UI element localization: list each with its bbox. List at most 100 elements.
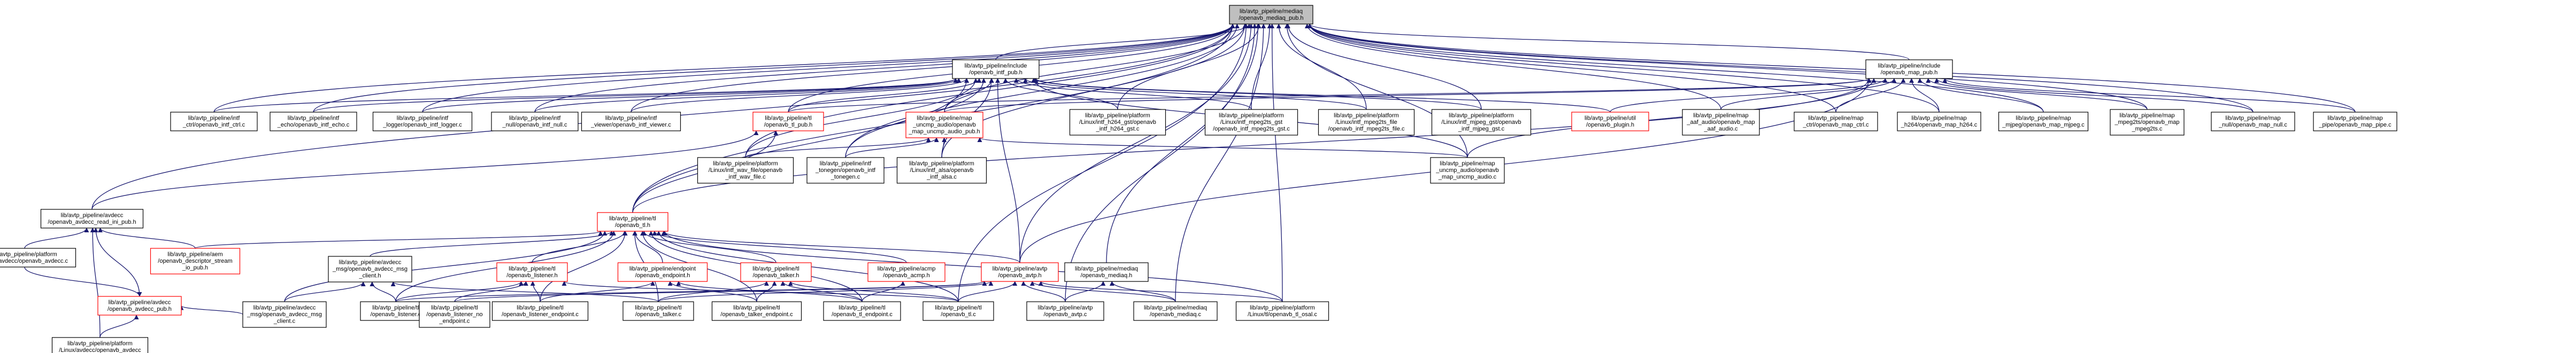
node-label-line: /openavb_intf_pub.h bbox=[969, 69, 1022, 76]
graph-node[interactable]: lib/avtp_pipeline/intf_null/openavb_intf… bbox=[491, 112, 579, 131]
graph-node[interactable]: lib/avtp_pipeline/map_mpeg2ts/openavb_ma… bbox=[2110, 109, 2185, 136]
edge-n34-to-n27 bbox=[652, 231, 907, 263]
edge-n3-to-n0 bbox=[213, 23, 1235, 113]
graph-node[interactable]: lib/avtp_pipeline/tl/openavb_listener.h bbox=[496, 262, 568, 282]
graph-node[interactable]: lib/avtp_pipeline/tl/openavb_listener_no… bbox=[419, 301, 490, 328]
node-label-line: /Linux/tl/openavb_tl_osal.c bbox=[1248, 311, 1317, 318]
graph-node[interactable]: lib/avtp_pipeline/platform/Linux/avdecc/… bbox=[51, 337, 149, 353]
graph-node[interactable]: lib/avtp_pipeline/map_ctrl/openavb_map_c… bbox=[1794, 112, 1878, 131]
edge-n17-to-n2 bbox=[1909, 78, 1940, 113]
edge-n20-to-n2 bbox=[1934, 78, 2254, 113]
edge-n32-to-n27 bbox=[632, 231, 663, 263]
node-label-line: /openavb_tl_endpoint.c bbox=[832, 311, 893, 318]
edge-n48-to-n35 bbox=[1038, 281, 1283, 302]
node-label-line: lib/avtp_pipeline/platform bbox=[0, 252, 57, 258]
node-label-line: _ctrl/openavb_intf_ctrl.c bbox=[182, 122, 245, 128]
graph-node[interactable]: lib/avtp_pipeline/include/openavb_map_pu… bbox=[1865, 59, 1953, 79]
edge-n26-to-n0 bbox=[1284, 23, 1468, 158]
node-box bbox=[2110, 109, 2185, 136]
edge-n21-to-n2 bbox=[1942, 78, 2356, 113]
graph-node[interactable]: lib/avtp_pipeline/tl/openavb_talker.c bbox=[622, 301, 694, 321]
node-label-line: /openavb_intf_mpeg2ts_file.c bbox=[1328, 126, 1405, 132]
node-box bbox=[617, 262, 708, 282]
graph-node[interactable]: lib/avtp_pipeline/tl/openavb_tl_endpoint… bbox=[823, 301, 901, 321]
node-box bbox=[1865, 59, 1953, 79]
graph-node[interactable]: lib/avtp_pipeline/platform/Linux/tl/open… bbox=[1235, 301, 1329, 321]
node-box bbox=[97, 296, 182, 316]
edge-n27-to-n1 bbox=[632, 78, 970, 213]
graph-node[interactable]: lib/avtp_pipeline/platform/Linux/avdecc/… bbox=[0, 248, 76, 268]
edge-n47-to-n0 bbox=[1175, 23, 1266, 302]
graph-node[interactable]: lib/avtp_pipeline/avdecc_msg/openavb_avd… bbox=[328, 256, 412, 283]
graph-node[interactable]: lib/avtp_pipeline/tl/openavb_tl_pub.h bbox=[752, 112, 824, 131]
edge-n43-to-n33 bbox=[756, 281, 777, 302]
graph-node[interactable]: lib/avtp_pipeline/map_aaf_audio/openavb_… bbox=[1682, 109, 1760, 136]
graph-node[interactable]: lib/avtp_pipeline/platform/Linux/intf_al… bbox=[896, 157, 987, 184]
node-label-line: _intf_h264_gst.c bbox=[1096, 126, 1140, 132]
graph-node[interactable]: lib/avtp_pipeline/intf_tonegen/openavb_i… bbox=[806, 157, 885, 184]
graph-node[interactable]: lib/avtp_pipeline/aem/openavb_descriptor… bbox=[150, 248, 241, 274]
graph-node[interactable]: lib/avtp_pipeline/include/openavb_intf_p… bbox=[952, 59, 1040, 79]
node-label-line: lib/avtp_pipeline/map bbox=[1911, 115, 1966, 122]
graph-node[interactable]: lib/avtp_pipeline/map_mjpeg/openavb_map_… bbox=[1998, 112, 2089, 131]
graph-node[interactable]: lib/avtp_pipeline/intf_echo/openavb_intf… bbox=[270, 112, 357, 131]
graph-node[interactable]: lib/avtp_pipeline/tl/openavb_tl.c bbox=[922, 301, 994, 321]
graph-node[interactable]: lib/avtp_pipeline/tl/openavb_talker_endp… bbox=[711, 301, 802, 321]
graph-node[interactable]: lib/avtp_pipeline/util/openavb_plugin.h bbox=[1571, 112, 1649, 131]
graph-node[interactable]: lib/avtp_pipeline/mediaq/openavb_mediaq.… bbox=[1064, 262, 1149, 282]
node-label-line: _mpeg2ts.c bbox=[2132, 126, 2163, 132]
edge-n49-to-n22 bbox=[90, 228, 101, 338]
node-label-line: /openavb_map_pub.h bbox=[1881, 69, 1937, 76]
graph-node[interactable]: lib/avtp_pipeline/tl/openavb_talker.h bbox=[740, 262, 812, 282]
graph-node[interactable]: lib/avtp_pipeline/avdecc/openavb_avdecc_… bbox=[40, 209, 144, 229]
node-label-line: _logger/openavb_intf_logger.c bbox=[382, 122, 462, 128]
graph-node[interactable]: lib/avtp_pipeline/map_uncmp_audio/openav… bbox=[1430, 157, 1505, 184]
graph-node[interactable]: lib/avtp_pipeline/avtp/openavb_avtp.h bbox=[981, 262, 1059, 282]
node-label-line: lib/avtp_pipeline/intf bbox=[288, 115, 340, 122]
node-box bbox=[1026, 301, 1104, 321]
node-label-line: _null/openavb_intf_null.c bbox=[502, 122, 567, 128]
node-label-line: /openavb_talker.c bbox=[635, 311, 682, 318]
edge-n35-to-n0 bbox=[1019, 23, 1254, 263]
edge-n41-to-n27 bbox=[540, 231, 628, 302]
graph-node[interactable]: lib/avtp_pipeline/platform/Linux/intf_mp… bbox=[1318, 109, 1415, 136]
node-label-line: /openavb_avdecc_read_ini_pub.h bbox=[48, 219, 136, 225]
node-label-line: lib/avtp_pipeline/tl bbox=[752, 266, 799, 272]
graph-node[interactable]: lib/avtp_pipeline/map_pipe/openavb_map_p… bbox=[2313, 112, 2397, 131]
graph-node[interactable]: lib/avtp_pipeline/platform/Linux/intf_wa… bbox=[697, 157, 794, 184]
graph-node[interactable]: lib/avtp_pipeline/endpoint/openavb_endpo… bbox=[617, 262, 708, 282]
graph-node[interactable]: lib/avtp_pipeline/acmp/openavb_acmp.h bbox=[867, 262, 945, 282]
node-label-line: /Linux/avdecc/openavb_avdecc.c bbox=[0, 258, 68, 264]
graph-node[interactable]: lib/avtp_pipeline/avdecc/openavb_avdecc_… bbox=[97, 296, 182, 316]
graph-node[interactable]: lib/avtp_pipeline/platform/Linux/intf_h2… bbox=[1069, 109, 1166, 136]
graph-node[interactable]: lib/avtp_pipeline/avdecc_msg/openavb_avd… bbox=[242, 301, 327, 328]
graph-node[interactable]: lib/avtp_pipeline/map_uncmp_audio/openav… bbox=[905, 112, 983, 138]
node-label-line: _msg/openavb_avdecc_msg bbox=[332, 266, 407, 272]
node-label-line: /openavb_acmp.h bbox=[883, 272, 929, 279]
node-box bbox=[40, 209, 144, 229]
edge-n38-to-n27 bbox=[284, 231, 608, 302]
node-label-line: /Linux/intf_h264_gst/openavb bbox=[1079, 119, 1156, 125]
graph-node[interactable]: lib/avtp_pipeline/avtp/openavb_avtp.c bbox=[1026, 301, 1104, 321]
node-label-line: lib/avtp_pipeline/include bbox=[965, 63, 1027, 69]
node-label-line: lib/avtp_pipeline/tl bbox=[765, 115, 811, 122]
edge-n39-to-n31 bbox=[395, 281, 524, 302]
node-label-line: lib/avtp_pipeline/endpoint bbox=[629, 266, 696, 272]
graph-node[interactable]: lib/avtp_pipeline/intf_logger/openavb_in… bbox=[372, 112, 473, 131]
graph-node[interactable]: lib/avtp_pipeline/platform/Linux/intf_mp… bbox=[1204, 109, 1298, 136]
node-label-line: _uncmp_audio/openavb bbox=[912, 122, 975, 128]
node-label-line: lib/avtp_pipeline/platform bbox=[713, 161, 778, 167]
graph-node[interactable]: lib/avtp_pipeline/mediaq/openavb_mediaq.… bbox=[1133, 301, 1218, 321]
graph-node[interactable]: lib/avtp_pipeline/tl/openavb_listener_en… bbox=[491, 301, 589, 321]
node-label-line: /openavb_tl.h bbox=[615, 222, 650, 229]
graph-node[interactable]: lib/avtp_pipeline/intf_viewer/openavb_in… bbox=[581, 112, 681, 131]
graph-node[interactable]: lib/avtp_pipeline/map_null/openavb_map_n… bbox=[2211, 112, 2295, 131]
node-label-line: _intf_mjpeg_gst.c bbox=[1458, 126, 1505, 132]
node-label-line: lib/avtp_pipeline/mediaq bbox=[1240, 9, 1303, 15]
graph-node[interactable]: lib/avtp_pipeline/tl/openavb_tl.h bbox=[597, 212, 668, 232]
node-label-line: lib/avtp_pipeline/intf bbox=[509, 115, 562, 122]
node-label-line: /openavb_listener.c bbox=[371, 311, 421, 318]
graph-node[interactable]: lib/avtp_pipeline/intf_ctrl/openavb_intf… bbox=[170, 112, 258, 131]
graph-node[interactable]: lib/avtp_pipeline/platform/Linux/intf_mj… bbox=[1431, 109, 1532, 136]
graph-node[interactable]: lib/avtp_pipeline/map_h264/openavb_map_h… bbox=[1897, 112, 1981, 131]
